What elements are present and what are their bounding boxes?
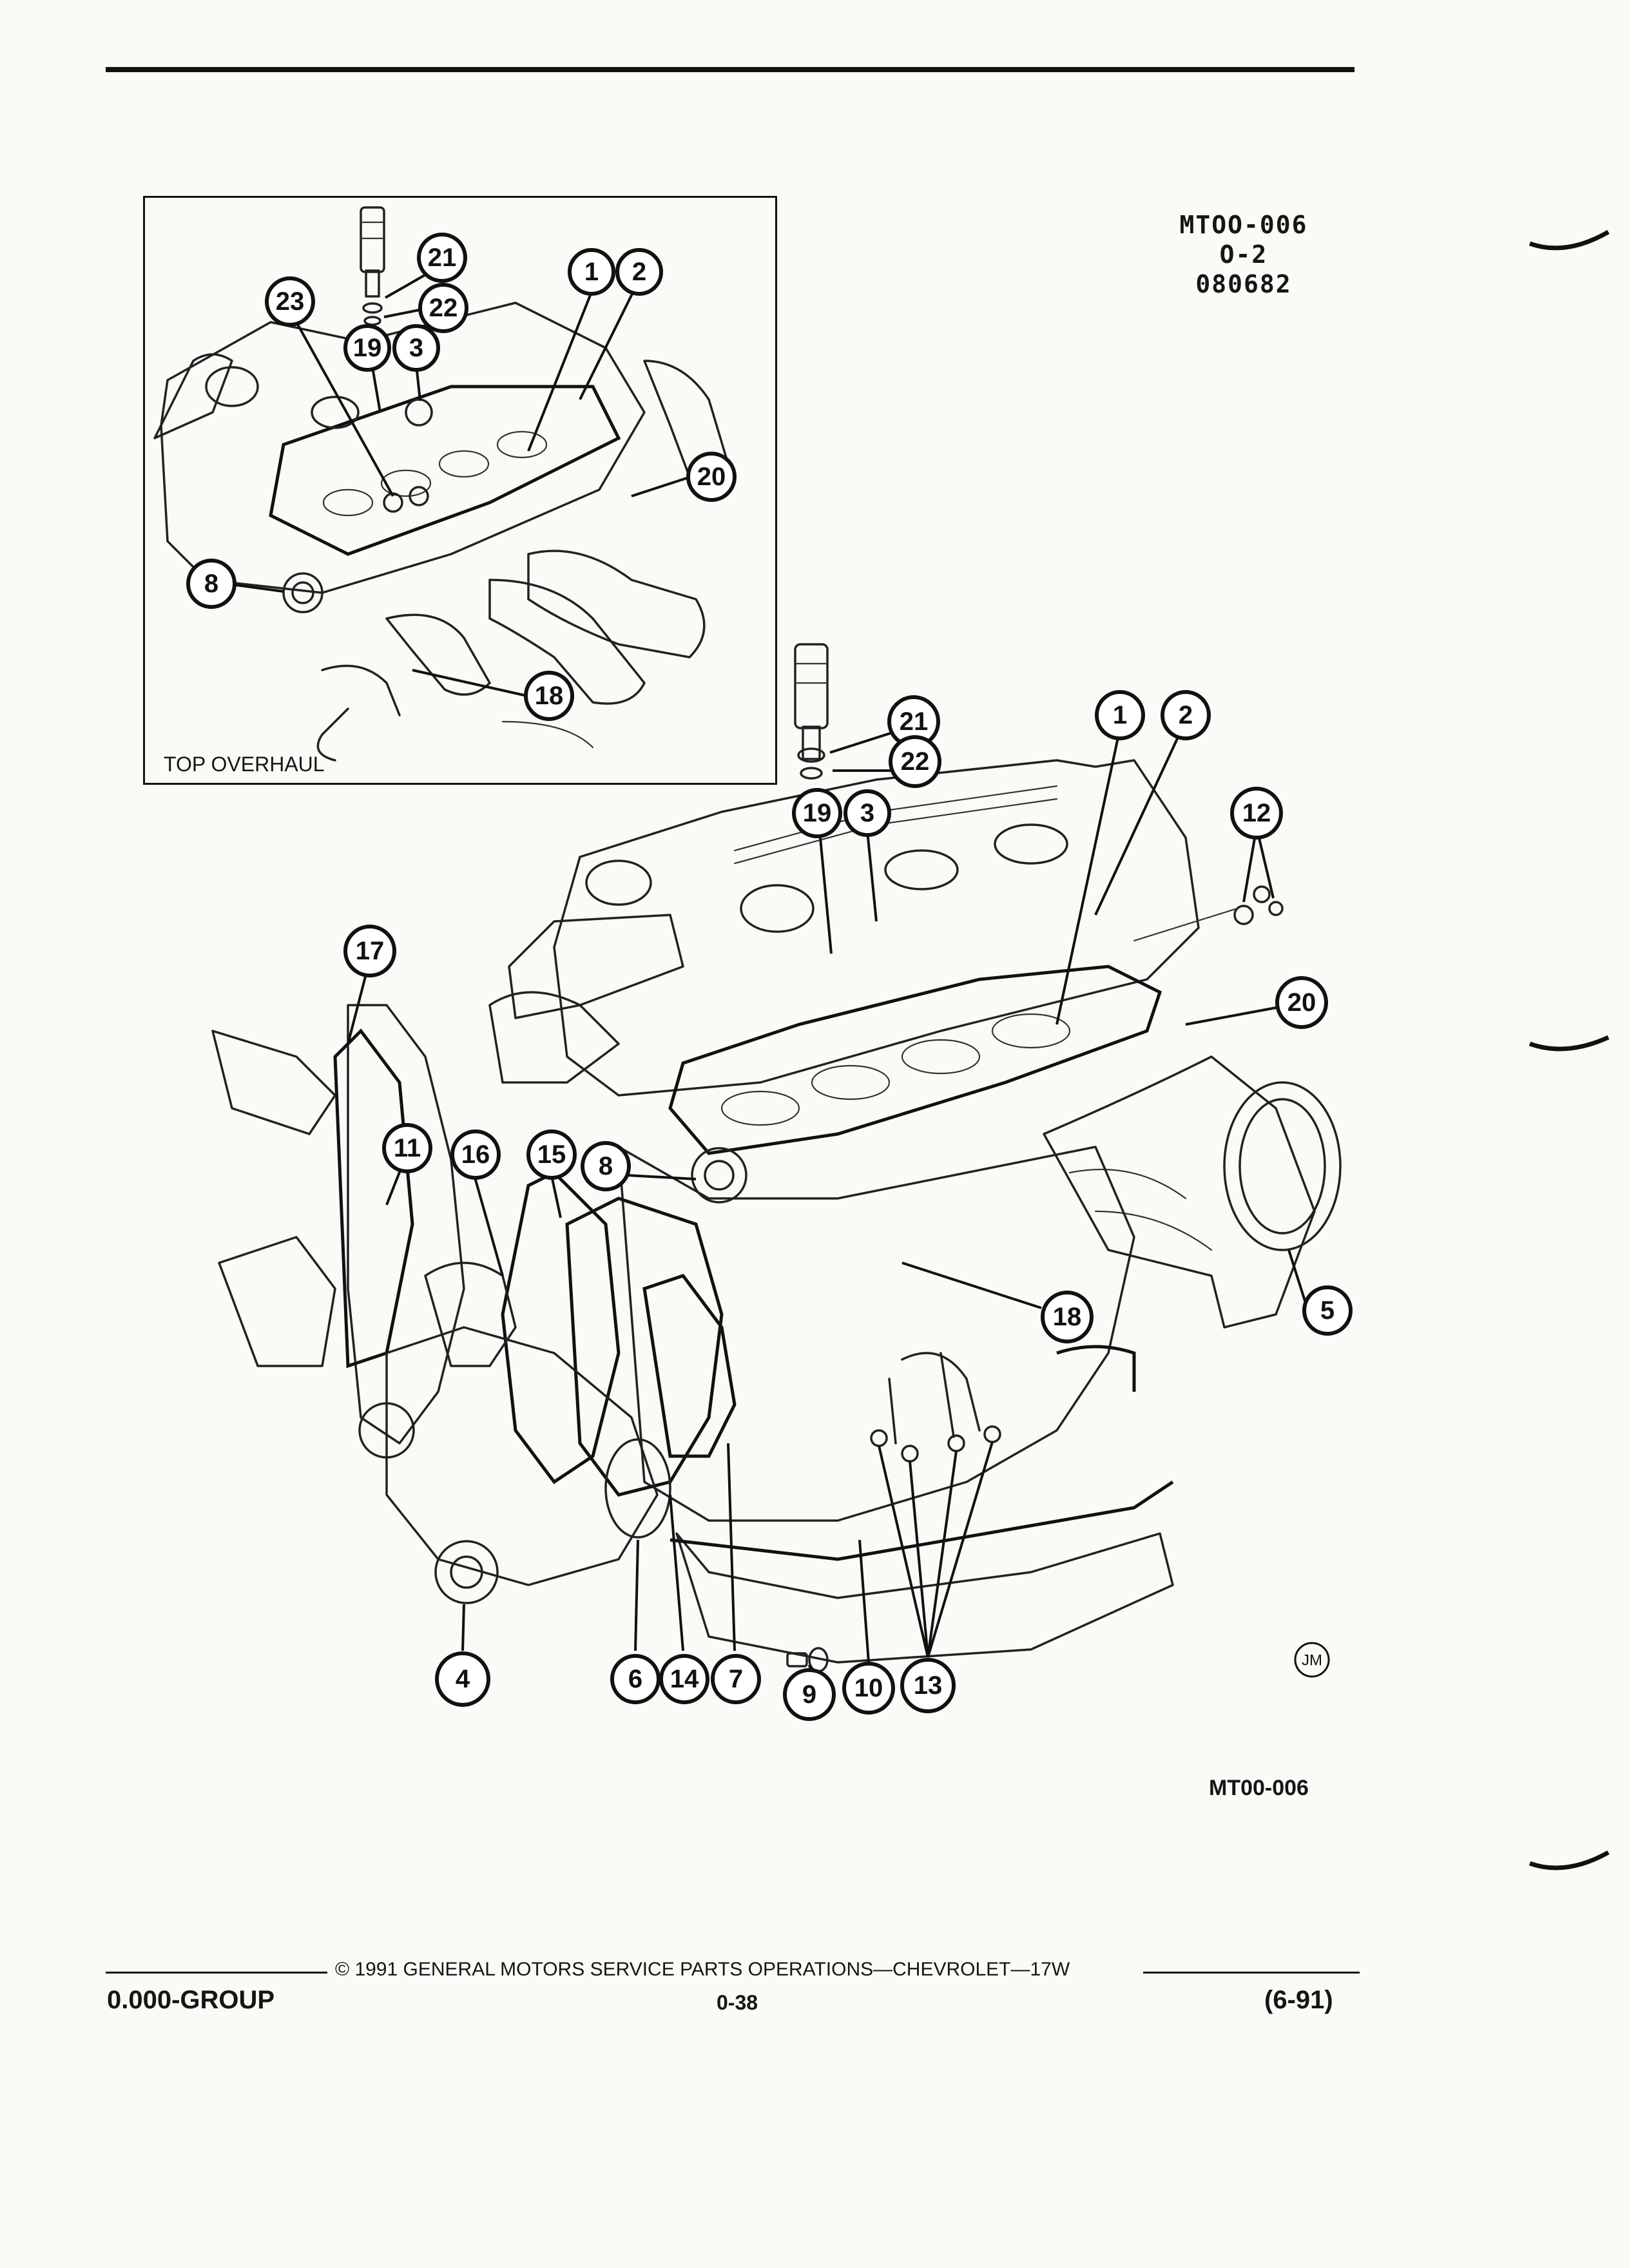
svg-text:9: 9 <box>802 1680 816 1709</box>
figure-id: MT00-006 <box>1209 1776 1309 1800</box>
callout-22: 22 <box>889 735 941 788</box>
svg-text:1: 1 <box>1113 701 1127 729</box>
inset-callout-21: 21 <box>417 233 467 283</box>
callout-10: 10 <box>842 1662 895 1715</box>
inset-callout-23: 23 <box>265 276 315 327</box>
svg-text:12: 12 <box>1242 799 1271 827</box>
figure-code-block: MTOO-006 O-2 080682 <box>1160 210 1327 299</box>
svg-text:23: 23 <box>276 287 305 316</box>
svg-text:20: 20 <box>697 463 726 491</box>
top-rule <box>106 67 1354 72</box>
callout-17: 17 <box>343 925 396 977</box>
artist-mark: JM <box>1294 1642 1330 1678</box>
callout-1: 1 <box>1095 690 1145 740</box>
inset-box <box>143 196 777 785</box>
sheet-number: O-2 <box>1219 240 1268 269</box>
callout-19: 19 <box>792 788 842 838</box>
callout-2: 2 <box>1161 690 1211 740</box>
inset-caption: TOP OVERHAUL <box>164 753 325 776</box>
footer-rule-right <box>1143 1972 1360 1974</box>
svg-text:20: 20 <box>1287 988 1316 1017</box>
callout-7: 7 <box>711 1654 761 1704</box>
svg-text:19: 19 <box>803 799 832 827</box>
callout-6: 6 <box>610 1654 660 1704</box>
footer-copyright: © 1991 GENERAL MOTORS SERVICE PARTS OPER… <box>335 1959 1070 1980</box>
svg-text:2: 2 <box>632 258 646 286</box>
svg-text:19: 19 <box>353 334 382 362</box>
date-code: 080682 <box>1195 270 1292 298</box>
callout-5: 5 <box>1302 1285 1353 1336</box>
svg-text:JM: JM <box>1302 1652 1322 1669</box>
footer-group: 0.000-GROUP <box>107 1986 275 2014</box>
inset-callout-22: 22 <box>418 283 468 333</box>
svg-text:18: 18 <box>535 682 564 710</box>
svg-text:16: 16 <box>461 1140 490 1169</box>
svg-text:10: 10 <box>854 1674 883 1702</box>
svg-text:17: 17 <box>356 937 385 965</box>
inset-leaders <box>235 271 691 697</box>
svg-text:3: 3 <box>860 799 874 827</box>
callout-21: 21 <box>887 695 940 748</box>
svg-text:5: 5 <box>1320 1296 1335 1325</box>
footer-page: 0-38 <box>717 1991 758 2014</box>
svg-text:13: 13 <box>914 1671 943 1700</box>
main-leaders <box>347 731 1307 1676</box>
inset-callout-20: 20 <box>686 452 737 502</box>
figure-code: MTOO-006 <box>1179 211 1308 239</box>
svg-text:8: 8 <box>204 570 218 598</box>
callout-8: 8 <box>581 1141 631 1191</box>
callout-9: 9 <box>783 1668 836 1721</box>
callout-12: 12 <box>1230 787 1283 840</box>
svg-text:1: 1 <box>584 258 599 286</box>
callout-11: 11 <box>382 1123 432 1173</box>
svg-text:15: 15 <box>537 1140 566 1169</box>
margin-marks <box>1528 229 1610 1870</box>
svg-text:8: 8 <box>599 1152 613 1180</box>
callout-14: 14 <box>659 1654 709 1704</box>
svg-text:2: 2 <box>1179 701 1193 729</box>
inset-callout-2: 2 <box>615 248 663 296</box>
main-engine-drawing <box>211 643 1342 1673</box>
inset-callout-8: 8 <box>186 559 236 609</box>
svg-text:4: 4 <box>456 1665 470 1693</box>
callout-15: 15 <box>526 1129 577 1180</box>
svg-text:3: 3 <box>409 334 423 362</box>
inset-callout-3: 3 <box>392 324 440 372</box>
svg-text:6: 6 <box>628 1665 642 1693</box>
callout-18: 18 <box>1041 1291 1094 1343</box>
svg-text:18: 18 <box>1053 1303 1082 1331</box>
svg-text:21: 21 <box>900 707 929 736</box>
callout-16: 16 <box>450 1129 501 1180</box>
svg-text:22: 22 <box>429 294 458 322</box>
footer-revision: (6-91) <box>1264 1986 1333 2014</box>
svg-text:21: 21 <box>428 244 457 272</box>
callout-4: 4 <box>435 1651 490 1707</box>
inset-callout-18: 18 <box>524 671 574 721</box>
callout-20: 20 <box>1275 976 1328 1029</box>
svg-text:11: 11 <box>394 1134 421 1162</box>
callout-13: 13 <box>900 1658 956 1713</box>
svg-text:22: 22 <box>901 747 930 776</box>
inset-callout-19: 19 <box>343 324 391 372</box>
svg-text:14: 14 <box>670 1665 699 1693</box>
footer-rule-left <box>106 1972 327 1974</box>
callout-3: 3 <box>843 789 891 837</box>
svg-text:7: 7 <box>729 1665 743 1693</box>
inset-callout-1: 1 <box>568 248 615 296</box>
